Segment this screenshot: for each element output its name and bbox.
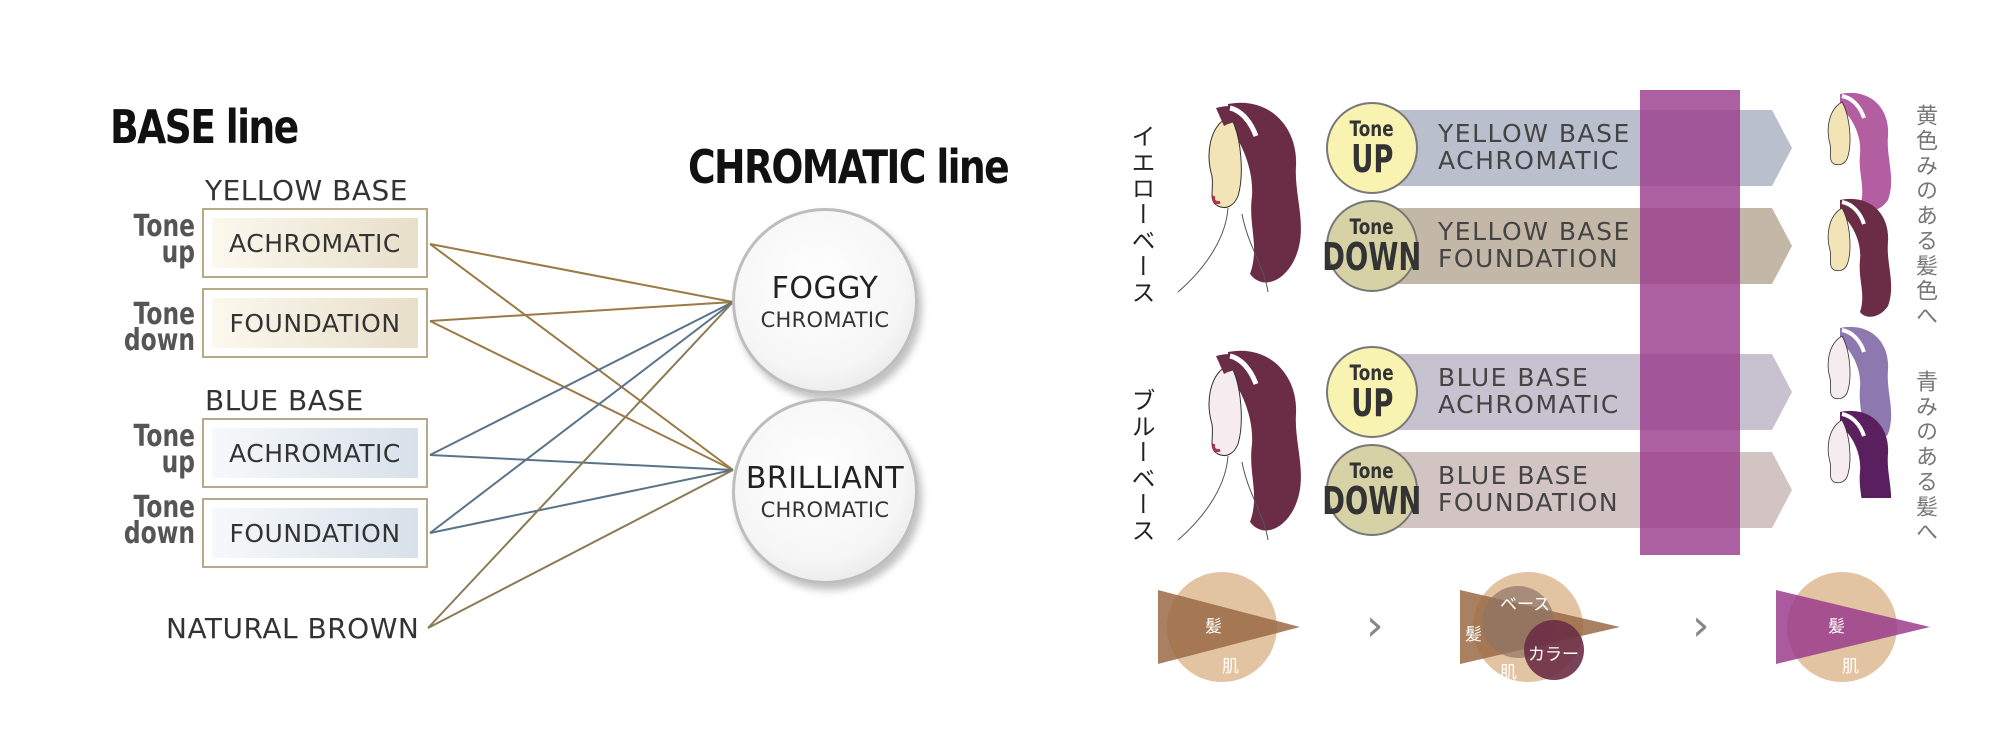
band-text: YELLOW BASE FOUNDATION	[1438, 218, 1631, 272]
tone-down-circle-blue: Tone DOWN	[1322, 444, 1422, 536]
line-yellow-achromatic-brilliant	[429, 243, 734, 471]
tone-up-circle-yellow: Tone UP	[1326, 102, 1418, 194]
tone-word: Tone	[133, 297, 195, 332]
result-blue-tone-down	[1827, 410, 1892, 498]
brilliant-chromatic-circle: BRILLIANT CHROMATIC	[732, 398, 918, 584]
box-label: FOUNDATION	[212, 298, 418, 348]
brilliant-sublabel: CHROMATIC	[760, 497, 890, 522]
tone-word: Tone	[133, 209, 195, 244]
hair-color-overlay-stripe	[1640, 90, 1740, 555]
band-line1: YELLOW BASE	[1438, 217, 1631, 246]
result-illustrations	[1827, 92, 1892, 498]
base-line-title: BASE line	[110, 100, 299, 154]
base-label-2: ベース	[1500, 595, 1551, 615]
foggy-label: FOGGY	[771, 270, 879, 306]
line-yellow-foundation-brilliant	[429, 320, 734, 471]
to-yellow-hair-jp-label: 黄色みのある髪色へ	[1912, 104, 1937, 329]
foggy-chromatic-circle: FOGGY CHROMATIC	[732, 208, 918, 394]
line-natural-brown-brilliant	[427, 469, 734, 629]
mixing-stage-3	[1776, 572, 1930, 682]
skin-label-1: 肌	[1222, 657, 1239, 677]
result-yellow-tone-down	[1827, 198, 1892, 317]
foggy-sublabel: CHROMATIC	[760, 307, 890, 332]
tone-down-label-blue: Tone down	[117, 490, 195, 551]
tone-direction: DOWN	[1322, 479, 1422, 523]
band-text: BLUE BASE FOUNDATION	[1438, 462, 1619, 516]
tone-down-circle-yellow: Tone DOWN	[1322, 200, 1422, 292]
line-yellow-foundation-foggy	[429, 301, 734, 322]
band-text: YELLOW BASE ACHROMATIC	[1438, 120, 1631, 174]
tone-word: Tone	[133, 490, 195, 525]
blue-base-jp-label: ブルーベース	[1127, 388, 1155, 544]
mixing-stage-1	[1158, 572, 1300, 682]
line-natural-brown-foggy	[427, 301, 734, 629]
mixing-stage-2	[1460, 572, 1620, 682]
box-label: ACHROMATIC	[212, 428, 418, 478]
tone-word: Tone	[1349, 361, 1395, 385]
result-yellow-tone-up	[1827, 92, 1892, 211]
hair-label-1: 髪	[1205, 617, 1222, 637]
yellow-achromatic-box: ACHROMATIC	[202, 208, 428, 278]
tone-direction: up	[161, 445, 195, 480]
brilliant-label: BRILLIANT	[745, 460, 905, 496]
tone-word: Tone	[1349, 459, 1395, 483]
band-line2: ACHROMATIC	[1438, 146, 1620, 175]
woman-blue-base-illustration	[1177, 350, 1301, 541]
band-text: BLUE BASE ACHROMATIC	[1438, 364, 1620, 418]
chromatic-line-title: CHROMATIC line	[688, 140, 1010, 194]
band-line2: FOUNDATION	[1438, 244, 1620, 273]
line-yellow-achromatic-foggy	[429, 243, 734, 303]
band-line1: BLUE BASE	[1438, 461, 1590, 490]
tone-direction: up	[161, 235, 195, 270]
hair-label-3: 髪	[1828, 617, 1845, 637]
blue-foundation-box: FOUNDATION	[202, 498, 428, 568]
box-label: FOUNDATION	[212, 508, 418, 558]
band-line2: FOUNDATION	[1438, 488, 1620, 517]
result-blue-tone-up	[1827, 326, 1892, 445]
connection-lines	[427, 243, 734, 629]
box-label: ACHROMATIC	[212, 218, 418, 268]
blue-achromatic-box: ACHROMATIC	[202, 418, 428, 488]
tone-direction: UP	[1350, 137, 1394, 181]
skin-label-3: 肌	[1842, 657, 1859, 677]
band-line1: YELLOW BASE	[1438, 119, 1631, 148]
tone-direction: UP	[1350, 381, 1394, 425]
tone-up-circle-blue: Tone UP	[1326, 346, 1418, 438]
tone-direction: down	[123, 516, 195, 551]
color-mixing-diagram	[1158, 572, 1930, 682]
line-blue-foundation-foggy	[429, 301, 734, 534]
tone-direction: DOWN	[1322, 235, 1422, 279]
hair-label-2: 髪	[1465, 625, 1482, 645]
blue-base-label: BLUE BASE	[205, 384, 364, 417]
tone-word: Tone	[1349, 215, 1395, 239]
skin-label-2: 肌	[1500, 663, 1517, 683]
tone-down-label-yellow: Tone down	[117, 297, 195, 358]
tone-word: Tone	[1349, 117, 1395, 141]
yellow-foundation-box: FOUNDATION	[202, 288, 428, 358]
woman-yellow-base-illustration	[1177, 102, 1301, 293]
tone-up-label-yellow: Tone up	[117, 209, 195, 270]
line-blue-achromatic-foggy	[429, 301, 734, 456]
band-line2: ACHROMATIC	[1438, 390, 1620, 419]
yellow-base-label: YELLOW BASE	[205, 174, 408, 207]
band-line1: BLUE BASE	[1438, 363, 1590, 392]
chevron-right-icon-1: ›	[1366, 600, 1384, 651]
to-blue-hair-jp-label: 青みのある髪へ	[1912, 370, 1937, 545]
chevron-right-icon-2: ›	[1692, 600, 1710, 651]
natural-brown-label: NATURAL BROWN	[166, 612, 420, 645]
yellow-base-jp-label: イエローベース	[1127, 124, 1155, 306]
tone-word: Tone	[133, 419, 195, 454]
tone-direction: down	[123, 323, 195, 358]
color-label-2: カラー	[1528, 645, 1579, 665]
tone-up-label-blue: Tone up	[117, 419, 195, 480]
line-blue-foundation-brilliant	[429, 469, 734, 534]
